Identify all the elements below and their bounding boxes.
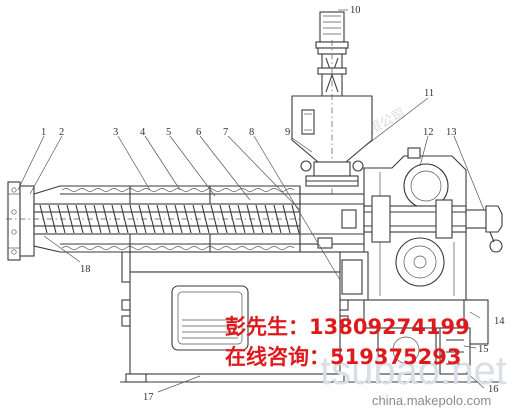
screw-flight — [147, 204, 156, 234]
feed-hopper — [291, 40, 373, 196]
part-label-14: 14 — [494, 316, 505, 327]
contact-overlay: 彭先生：13809274199 在线咨询：519375293 — [225, 315, 470, 369]
screw-flight — [120, 204, 129, 234]
screw-flight — [102, 204, 111, 234]
screw-flight — [39, 204, 48, 234]
part-label-3: 3 — [113, 127, 118, 138]
contact-line-phone: 彭先生：13809274199 — [225, 315, 470, 339]
leader-lines — [17, 9, 485, 393]
screw-flight — [246, 204, 255, 234]
part-number-labels: 1 2 3 4 5 6 7 8 9 10 11 12 13 14 15 16 1… — [41, 5, 505, 403]
screw-flight — [273, 204, 282, 234]
watermark-tsubao: tsubao.net — [320, 349, 507, 393]
part-label-2: 2 — [59, 127, 64, 138]
feed-throat-block — [299, 193, 365, 249]
screw-flight — [111, 204, 120, 234]
screw-flight — [84, 204, 93, 234]
screw-flight — [183, 204, 192, 234]
part-label-5: 5 — [166, 127, 171, 138]
screw-flight — [210, 204, 219, 234]
screw-flight — [264, 204, 273, 234]
screw-flight — [165, 204, 174, 234]
screw-flight — [291, 204, 300, 234]
part-label-1: 1 — [41, 127, 46, 138]
part-label-17: 17 — [143, 392, 154, 403]
screw-flight — [66, 204, 75, 234]
screw-flight — [255, 204, 264, 234]
part-label-11: 11 — [424, 88, 434, 99]
screw-flight — [57, 204, 66, 234]
gearbox — [363, 147, 503, 301]
part-label-13: 13 — [446, 127, 457, 138]
screw-flight — [201, 204, 210, 234]
part-label-4: 4 — [140, 127, 146, 138]
drive-pulley — [335, 251, 489, 375]
part-label-10: 10 — [350, 5, 361, 16]
part-label-9: 9 — [285, 127, 290, 138]
screw-flight — [93, 204, 102, 234]
part-label-12: 12 — [423, 127, 434, 138]
screw-flight — [48, 204, 57, 234]
part-label-6: 6 — [196, 127, 201, 138]
screw-flight — [129, 204, 138, 234]
screw-flight — [228, 204, 237, 234]
screw-flight — [219, 204, 228, 234]
screw-flight — [75, 204, 84, 234]
watermark-makepolo: china.makepolo.com — [372, 393, 491, 408]
screw-flight — [237, 204, 246, 234]
screw-flight — [138, 204, 147, 234]
part-label-8: 8 — [249, 127, 254, 138]
part-label-16: 16 — [488, 384, 499, 395]
contact-line-online: 在线咨询：519375293 — [225, 345, 462, 369]
part-label-18: 18 — [80, 264, 91, 275]
screw-flight — [174, 204, 183, 234]
screw-flight — [282, 204, 291, 234]
part-label-7: 7 — [223, 127, 228, 138]
screw-flight — [156, 204, 165, 234]
screw-flight — [192, 204, 201, 234]
part-label-15: 15 — [478, 344, 489, 355]
base-frame — [120, 251, 500, 383]
